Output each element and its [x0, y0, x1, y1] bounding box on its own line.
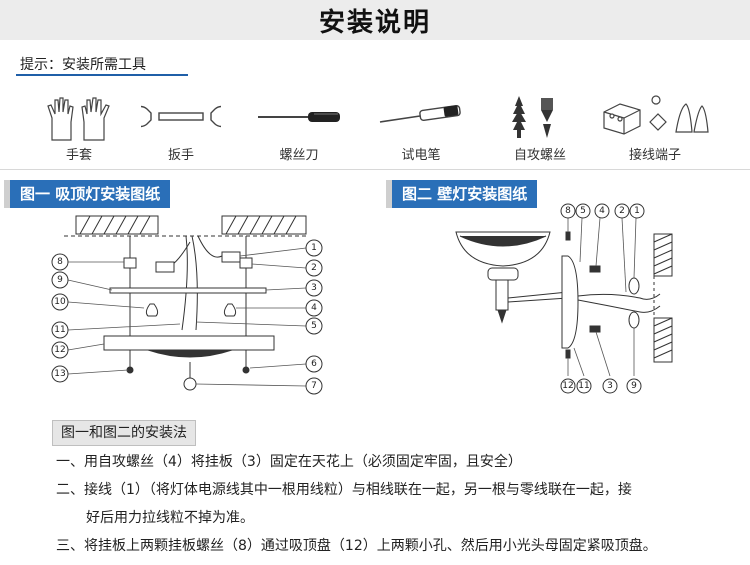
step-2: 二、接线（1）（将灯体电源线其中一根用线粒）与相线联在一起，另一根与零线联在一起… — [56, 482, 632, 498]
svg-text:5: 5 — [311, 321, 317, 331]
tool-gloves: 手套 — [24, 92, 134, 166]
svg-text:12: 12 — [562, 381, 573, 391]
tool-label: 试电笔 — [401, 148, 441, 163]
callout-2: 2 — [614, 203, 630, 219]
callout-3: 3 — [602, 378, 618, 394]
figure2-title: 图二 壁灯安装图纸 — [385, 180, 538, 208]
svg-text:1: 1 — [311, 243, 317, 253]
callout-1: 1 — [629, 203, 645, 219]
step-2-continued: 好后用力拉线粒不掉为准。 — [86, 510, 254, 526]
svg-text:8: 8 — [565, 206, 571, 216]
svg-text:11: 11 — [578, 381, 589, 391]
figure1-title: 图一 吸顶灯安装图纸 — [3, 180, 171, 208]
self-tapping-screw-icon — [512, 96, 553, 138]
tool-terminal: 接线端子 — [600, 92, 710, 166]
screwdriver-icon — [258, 112, 340, 122]
callout-3: 3 — [305, 279, 323, 297]
callout-7: 7 — [305, 377, 323, 395]
callout-12: 12 — [51, 341, 69, 359]
callout-4: 4 — [594, 203, 610, 219]
tool-label: 手套 — [65, 148, 92, 163]
svg-text:10: 10 — [54, 297, 66, 307]
step-3: 三、将挂板上两颗挂板螺丝（8）通过吸顶盘（12）上两颗小孔、然后用小光头母固定紧… — [56, 538, 657, 554]
svg-text:5: 5 — [580, 206, 586, 216]
svg-text:3: 3 — [311, 283, 317, 293]
tool-label: 扳手 — [167, 148, 194, 163]
svg-text:2: 2 — [311, 263, 317, 273]
callout-13: 13 — [51, 365, 69, 383]
voltage-tester-icon — [379, 104, 461, 123]
callout-12: 12 — [560, 378, 576, 394]
callout-8: 8 — [560, 203, 576, 219]
svg-text:4: 4 — [599, 206, 605, 216]
svg-text:1: 1 — [634, 206, 640, 216]
callout-11: 11 — [51, 321, 69, 339]
tool-label: 接线端子 — [628, 148, 681, 163]
callout-4: 4 — [305, 299, 323, 317]
tools-panel: 提示：安装所需工具 手套 扳手 螺丝刀 — [0, 40, 750, 170]
svg-text:13: 13 — [54, 369, 65, 379]
wire-terminal-icon — [603, 95, 709, 135]
step-1: 一、用自攻螺丝（4）将挂板（3）固定在天花上（必须固定牢固，且安全） — [56, 454, 522, 470]
tool-screw: 自攻螺丝 — [485, 92, 595, 166]
callout-9: 9 — [626, 378, 642, 394]
callout-9: 9 — [51, 271, 69, 289]
svg-text:3: 3 — [607, 381, 613, 391]
figure1-diagram: 8 9 10 11 12 13 1 2 3 4 5 6 7 — [51, 215, 323, 395]
svg-text:9: 9 — [57, 275, 63, 285]
callout-2: 2 — [305, 259, 323, 277]
wrench-icon — [141, 105, 221, 128]
callout-5: 5 — [305, 317, 323, 335]
page-title: 安装说明 — [318, 7, 431, 38]
tool-label: 自攻螺丝 — [513, 148, 566, 163]
callout-5: 5 — [575, 203, 591, 219]
svg-text:6: 6 — [311, 359, 317, 369]
svg-text:4: 4 — [311, 303, 317, 313]
method-heading: 图一和图二的安装法 — [52, 420, 196, 446]
svg-text:8: 8 — [57, 257, 63, 267]
figure2-diagram: 8 5 4 2 1 12 11 3 9 — [455, 203, 673, 394]
gloves-icon — [47, 97, 110, 141]
svg-text:2: 2 — [619, 206, 625, 216]
callout-8: 8 — [51, 253, 69, 271]
callout-10: 10 — [51, 293, 69, 311]
title-bar: 安装说明 — [0, 0, 750, 40]
svg-text:11: 11 — [54, 325, 65, 335]
tool-voltage-tester: 试电笔 — [366, 92, 476, 166]
svg-text:9: 9 — [631, 381, 637, 391]
tool-label: 螺丝刀 — [279, 148, 319, 163]
tools-tip: 提示：安装所需工具 — [20, 57, 146, 73]
svg-text:12: 12 — [54, 345, 65, 355]
tool-screwdriver: 螺丝刀 — [244, 92, 354, 166]
callout-6: 6 — [305, 355, 323, 373]
callout-1: 1 — [305, 239, 323, 257]
callout-11: 11 — [576, 378, 592, 394]
tool-wrench: 扳手 — [126, 92, 236, 166]
tip-underline — [16, 74, 188, 76]
svg-text:7: 7 — [311, 381, 317, 391]
